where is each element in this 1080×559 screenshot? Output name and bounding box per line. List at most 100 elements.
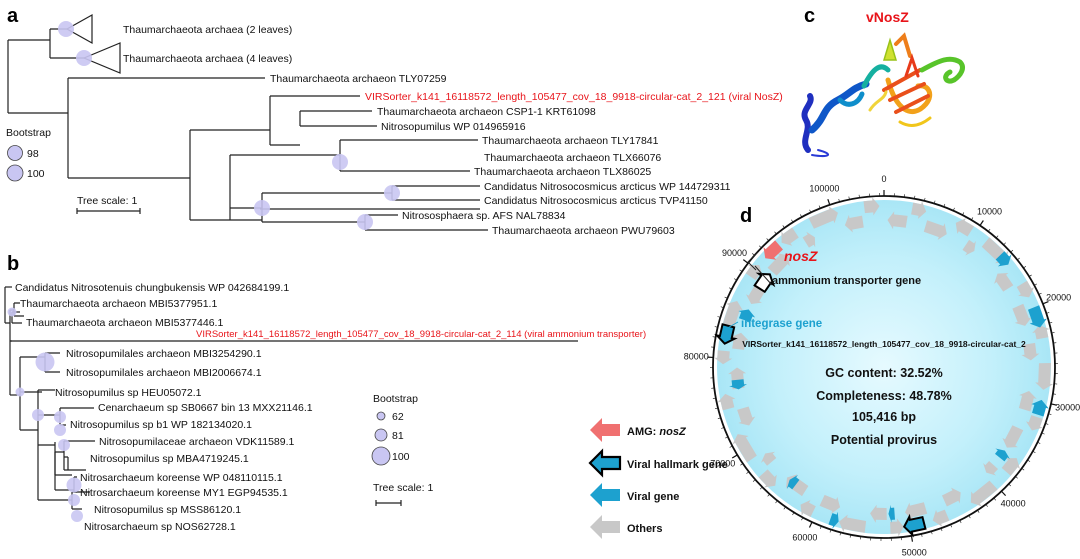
panel-c: c vNosZ [801,5,965,158]
gene-legend: AMG: nosZ Viral hallmark gene Viral gene… [588,418,728,539]
gene-arrow [808,206,838,229]
gene-arrow [1025,415,1043,431]
tick-mark [933,200,936,204]
svg-text:AMG: nosZ: AMG: nosZ [627,426,687,438]
gene-arrow [1031,399,1049,417]
tree-b-leaf: Nitrosopumilus sp MSS86120.1 [94,504,241,516]
tick-mark [921,533,923,537]
tree-a-leaf-highlight: VIRSorter_k141_16118572_length_105477_co… [365,91,783,103]
tick-mark [1051,332,1055,334]
gene-arrow [1001,458,1021,476]
tick-mark [792,512,795,516]
tick-mark [715,407,719,410]
gene-arrow [839,514,867,533]
gene-arrow [763,240,783,260]
tick-mark [1003,242,1006,246]
tick-track: 0100002000030000400005000060000700008000… [684,174,1080,558]
tree-b-leaf-highlight: VIRSorter_k141_16118572_length_105477_co… [196,329,646,340]
tick-mark [839,532,842,536]
legend-item-amg: AMG: nosZ [590,418,687,442]
tick-mark [1034,283,1038,286]
tick-mark [800,214,803,218]
gene-arrow [902,513,927,538]
tick-mark [1046,312,1050,314]
tick-mark [752,253,755,256]
tree-b-bootstrap-legend: Bootstrap 62 81 100 [371,393,418,466]
tick-mark [724,296,728,299]
tick-mark [1048,413,1052,415]
bootstrap-value: 100 [392,451,410,463]
tick-mark [808,521,813,528]
tick-mark [979,220,984,226]
tick-mark [940,528,943,532]
tree-a-leaf: Thaumarchaeota archaeon PWU79603 [492,225,675,237]
tick-mark [775,500,778,504]
gene-arrow [730,332,749,350]
tree-b-leaf: Nitrosopumilales archaeon MBI2006674.1 [66,367,262,379]
tick-mark [1038,292,1042,295]
tick-mark [849,534,851,538]
tick-label: 70000 [710,459,735,469]
gene-arrow [767,253,790,276]
gene-arrow [738,309,756,323]
gene-arrow [887,211,908,230]
protein-title: vNosZ [866,9,909,25]
tick-label: 0 [881,174,886,184]
tree-a-labels: Thaumarchaeota archaea (2 leaves) Thauma… [123,24,783,237]
tree-a-bootstrap-legend: Bootstrap 98 100 [6,127,51,182]
tree-b-scale: Tree scale: 1 [373,482,433,506]
integrase-label: integrase gene [741,318,822,330]
tick-label: 80000 [684,351,709,361]
panel-a: a [6,5,783,237]
gene-arrow [844,215,864,233]
tick-mark [985,504,988,507]
tree-b-leaf: Nitrosopumilus sp MBA4719245.1 [90,453,249,465]
tick-mark [1049,322,1053,324]
tick-mark [829,529,832,533]
tick-mark [1028,274,1032,277]
tick-mark [968,515,971,519]
tree-a-leaf: Thaumarchaeota archaeon CSP1-1 KRT61098 [377,106,596,118]
tick-mark [988,228,991,232]
gene-arrow [737,406,756,426]
bootstrap-value: 62 [392,411,404,423]
gene-arrow [732,434,757,463]
gene-arrow [995,448,1010,462]
tick-label: 10000 [977,206,1002,216]
panel-label-d: d [740,205,752,227]
bootstrap-title: Bootstrap [6,127,51,139]
tick-mark [783,506,786,510]
tick-mark [931,531,933,535]
nosz-label: nosZ [784,248,818,264]
tick-mark [1027,459,1031,462]
tick-mark [910,535,914,542]
tick-mark [739,269,743,272]
legend-item-hallmark: Viral hallmark gene [588,448,728,478]
tick-mark [848,196,850,200]
gene-arrow [994,272,1014,292]
tree-a-leaf: Candidatus Nitrosocosmicus arcticus TVP4… [484,195,708,207]
tick-mark [740,463,744,466]
gene-arrow [995,251,1012,267]
tree-a-leaf: Thaumarchaeota archaeon TLY07259 [270,73,447,85]
tick-mark [1017,257,1020,261]
tick-mark [801,517,804,521]
genome-map-fill [717,200,1051,534]
tick-mark [1015,476,1018,479]
gene-arrow [1012,303,1032,326]
completeness: Completeness: 48.78% [816,389,951,403]
gene-arrow [753,272,776,294]
tick-mark [1037,441,1041,444]
tick-mark [720,306,724,309]
gene-arrow [828,511,839,529]
gene-arrow [758,469,777,488]
ammonium-label: ammonium transporter gene [772,275,921,287]
tick-label: 20000 [1046,292,1071,302]
tick-mark [971,217,974,221]
tree-b-leaf: Candidatus Nitrosotenuis chungbukensis W… [15,282,289,294]
gene-arrow [745,264,763,281]
gene-arrow [870,504,887,523]
tick-mark [746,471,750,474]
gene-arrow [1002,425,1024,448]
tick-mark [838,198,840,202]
